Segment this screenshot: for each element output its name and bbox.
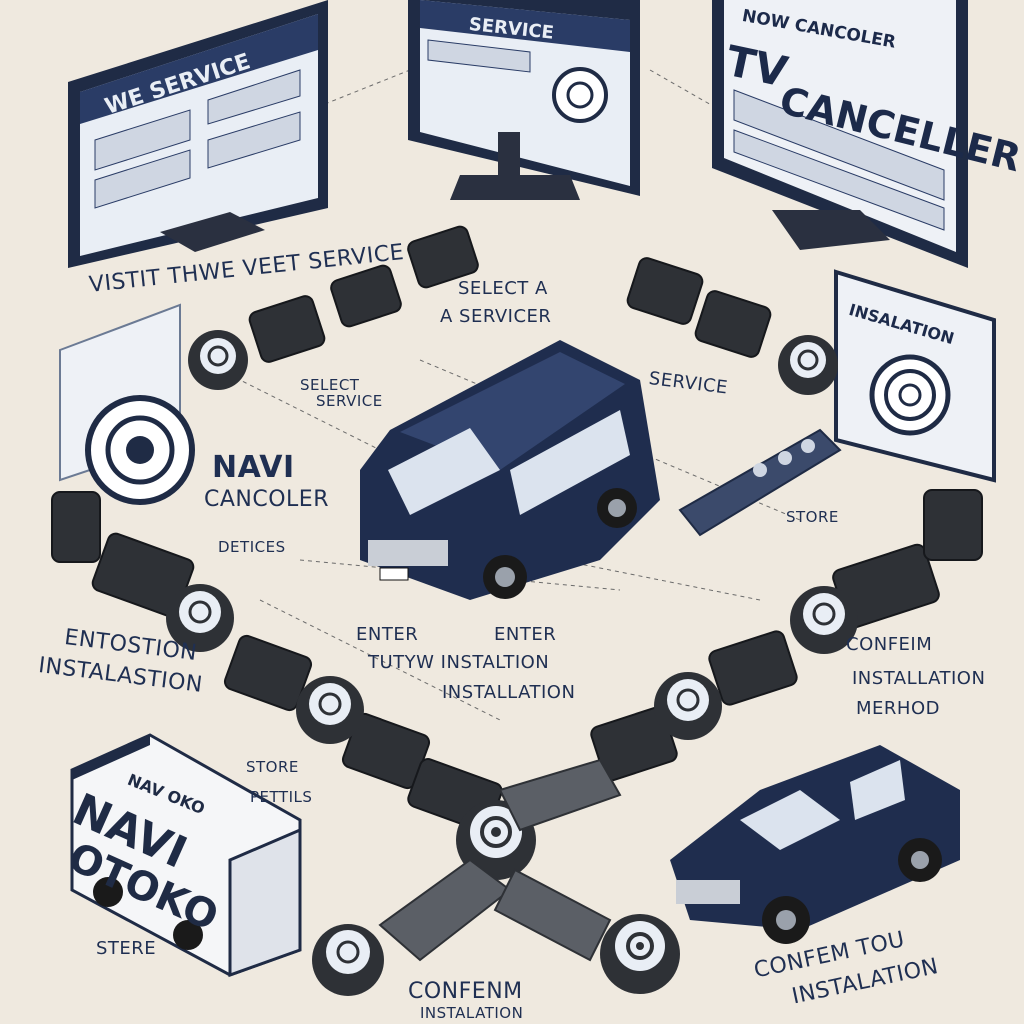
pickup-truck	[670, 745, 960, 944]
label-store-bottom: STERE	[96, 938, 157, 959]
installation-panel	[834, 269, 996, 483]
right-monitor	[712, 0, 968, 268]
label-select-service-1: SELECT	[300, 376, 360, 394]
left-monitor	[68, 0, 328, 268]
label-confeim-installation: INSTALLATION	[852, 668, 986, 689]
label-confeim: CONFEIM	[846, 634, 933, 655]
label-store-details-2: PETTILS	[250, 788, 313, 806]
label-select-a: SELECT A	[458, 278, 548, 299]
van-illustration	[360, 340, 660, 600]
label-select-service-2: SERVICE	[316, 392, 383, 410]
x-path	[378, 758, 622, 962]
label-store-right: STORE	[786, 508, 839, 526]
left-document-panel	[59, 303, 195, 505]
label-navi: NAVI	[212, 450, 295, 485]
label-confenm-installation: INSTALATION	[420, 1004, 524, 1022]
label-merhod: MERHOD	[856, 698, 940, 719]
delivery-truck	[70, 733, 302, 978]
label-installation: INSTALLATION	[442, 682, 576, 703]
label-deticess: DETICES	[218, 538, 286, 556]
label-confenm: CONFENM	[408, 979, 523, 1004]
remote-control	[678, 428, 842, 537]
label-servicer: A SERVICER	[440, 306, 552, 327]
label-enter-2: ENTER	[494, 624, 557, 645]
label-tutyw-instaltion: TUTYW INSTALTION	[368, 652, 550, 673]
center-monitor	[408, 0, 640, 200]
label-enter-1: ENTER	[356, 624, 419, 645]
label-cancoler: CANCOLER	[204, 487, 329, 512]
label-store-details-1: STORE	[246, 758, 299, 776]
spiral-discs	[166, 330, 858, 996]
